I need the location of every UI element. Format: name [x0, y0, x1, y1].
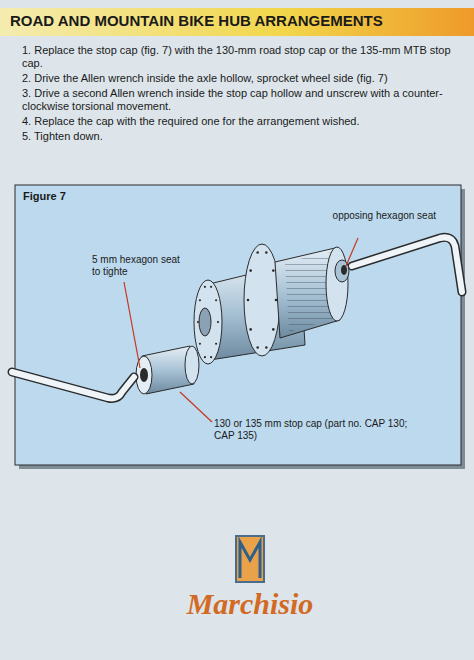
left-flange [194, 280, 222, 364]
leader-line [124, 282, 140, 368]
allen-wrench [352, 237, 462, 292]
logo-mark [240, 542, 260, 578]
callout-label: 130 or 135 mm stop cap (part no. CAP 130… [214, 418, 414, 442]
title-band [0, 8, 474, 36]
logo-mark [236, 536, 264, 582]
brand-logo: Marchisio [140, 586, 360, 622]
allen-wrench [12, 372, 134, 398]
figure-label: Figure 7 [23, 190, 66, 202]
hexagon-seat [140, 368, 148, 382]
hexagon-seat [341, 265, 347, 275]
callout-label: opposing hexagon seat [326, 210, 436, 222]
leader-line [180, 392, 212, 422]
instruction-step: 3. Drive a second Allen wrench inside th… [22, 87, 454, 113]
instruction-step: 5. Tighten down. [22, 130, 454, 143]
instructions: 1. Replace the stop cap (fig. 7) with th… [22, 44, 454, 145]
instruction-step: 1. Replace the stop cap (fig. 7) with th… [22, 44, 454, 70]
stop-cap-end [185, 346, 199, 384]
callout-label: 5 mm hexagon seat to tighte [92, 254, 182, 278]
spoke-holes [197, 251, 277, 358]
left-bearing [199, 308, 211, 336]
title: ROAD AND MOUNTAIN BIKE HUB ARRANGEMENTS [10, 12, 465, 29]
instruction-step: 2. Drive the Allen wrench inside the axl… [22, 72, 454, 85]
allen-wrench [12, 372, 134, 398]
allen-wrench [352, 237, 462, 292]
leader-line [346, 238, 358, 266]
right-flange [244, 244, 280, 356]
instruction-step: 4. Replace the cap with the required one… [22, 115, 454, 128]
freehub-end [326, 247, 348, 321]
figure-panel [15, 185, 461, 465]
